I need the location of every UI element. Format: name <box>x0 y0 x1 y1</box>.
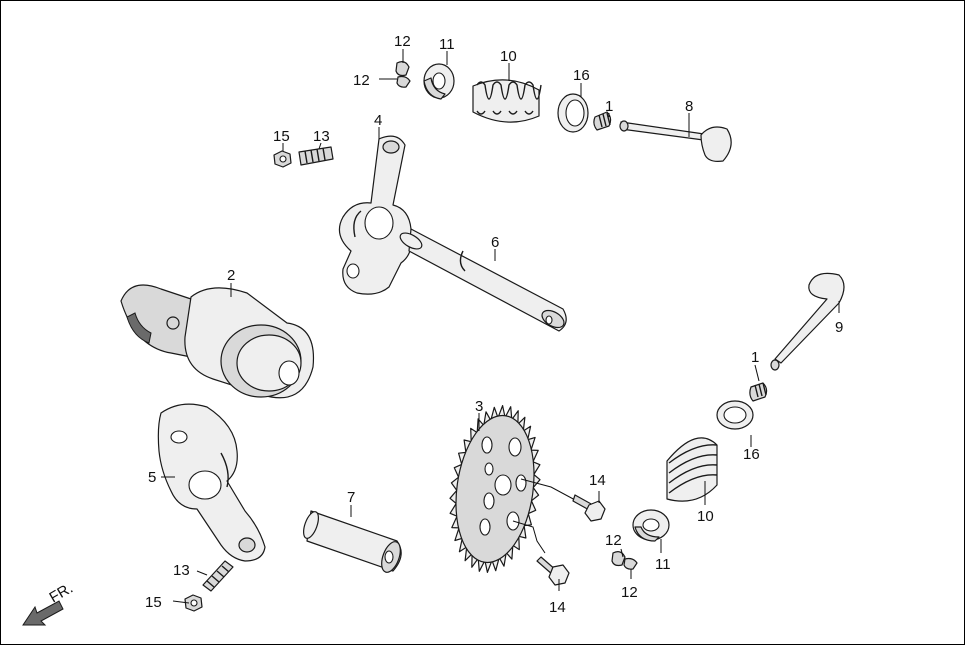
valve-spring-top <box>472 79 542 123</box>
callout-8: 8 <box>685 98 693 115</box>
valve-cotter-bottom <box>611 551 638 570</box>
front-marker: FR. <box>47 580 76 607</box>
rocker-shaft-6 <box>399 228 567 332</box>
callout-6: 6 <box>491 234 499 251</box>
cam-sprocket-3 <box>449 405 578 573</box>
callout-16: 16 <box>743 446 760 463</box>
callout-10: 10 <box>697 508 714 525</box>
callout-12: 12 <box>621 584 638 601</box>
callout-10: 10 <box>500 48 517 65</box>
spring-retainer-top <box>423 63 455 100</box>
callout-12: 12 <box>353 72 370 89</box>
callout-14: 14 <box>549 599 566 616</box>
adjust-screw-top <box>298 146 334 166</box>
callout-11: 11 <box>655 556 671 573</box>
exhaust-valve-8 <box>619 120 732 162</box>
valve-guide-cap-bottom <box>749 382 768 402</box>
callout-12: 12 <box>605 532 622 549</box>
bolt-14-upper <box>572 494 606 522</box>
callout-16: 16 <box>573 67 590 84</box>
rocker-arm-5 <box>157 403 266 562</box>
callout-3: 3 <box>475 398 483 415</box>
valve-spring-bottom <box>666 437 718 502</box>
valve-guide-cap-top <box>593 111 612 131</box>
callout-15: 15 <box>145 594 162 611</box>
valve-stem-seal-bottom <box>716 400 754 430</box>
front-direction-arrow <box>22 600 64 626</box>
callout-4: 4 <box>374 112 382 129</box>
callout-12: 12 <box>394 33 411 50</box>
valve-stem-seal-top <box>557 93 589 133</box>
callout-7: 7 <box>347 489 355 506</box>
rocker-shaft-7 <box>303 510 402 573</box>
callout-2: 2 <box>227 267 235 284</box>
callout-11: 11 <box>439 36 455 53</box>
lock-nut-bottom <box>184 594 203 612</box>
lock-nut-top <box>273 150 292 168</box>
callout-1: 1 <box>605 98 613 115</box>
callout-5: 5 <box>148 469 156 486</box>
rocker-arm-4 <box>338 135 413 295</box>
callout-14: 14 <box>589 472 606 489</box>
callout-13: 13 <box>173 562 190 579</box>
bolt-14-lower <box>536 556 570 586</box>
adjust-screw-bottom <box>202 560 234 592</box>
camshaft-2 <box>120 284 315 399</box>
callout-9: 9 <box>835 319 843 336</box>
intake-valve-9 <box>770 272 845 371</box>
valve-cotter-top <box>395 61 411 88</box>
callout-15: 15 <box>273 128 290 145</box>
leader-lines <box>161 49 840 604</box>
callout-1: 1 <box>751 349 759 366</box>
spring-retainer-bottom <box>632 509 670 542</box>
callout-13: 13 <box>313 128 330 145</box>
